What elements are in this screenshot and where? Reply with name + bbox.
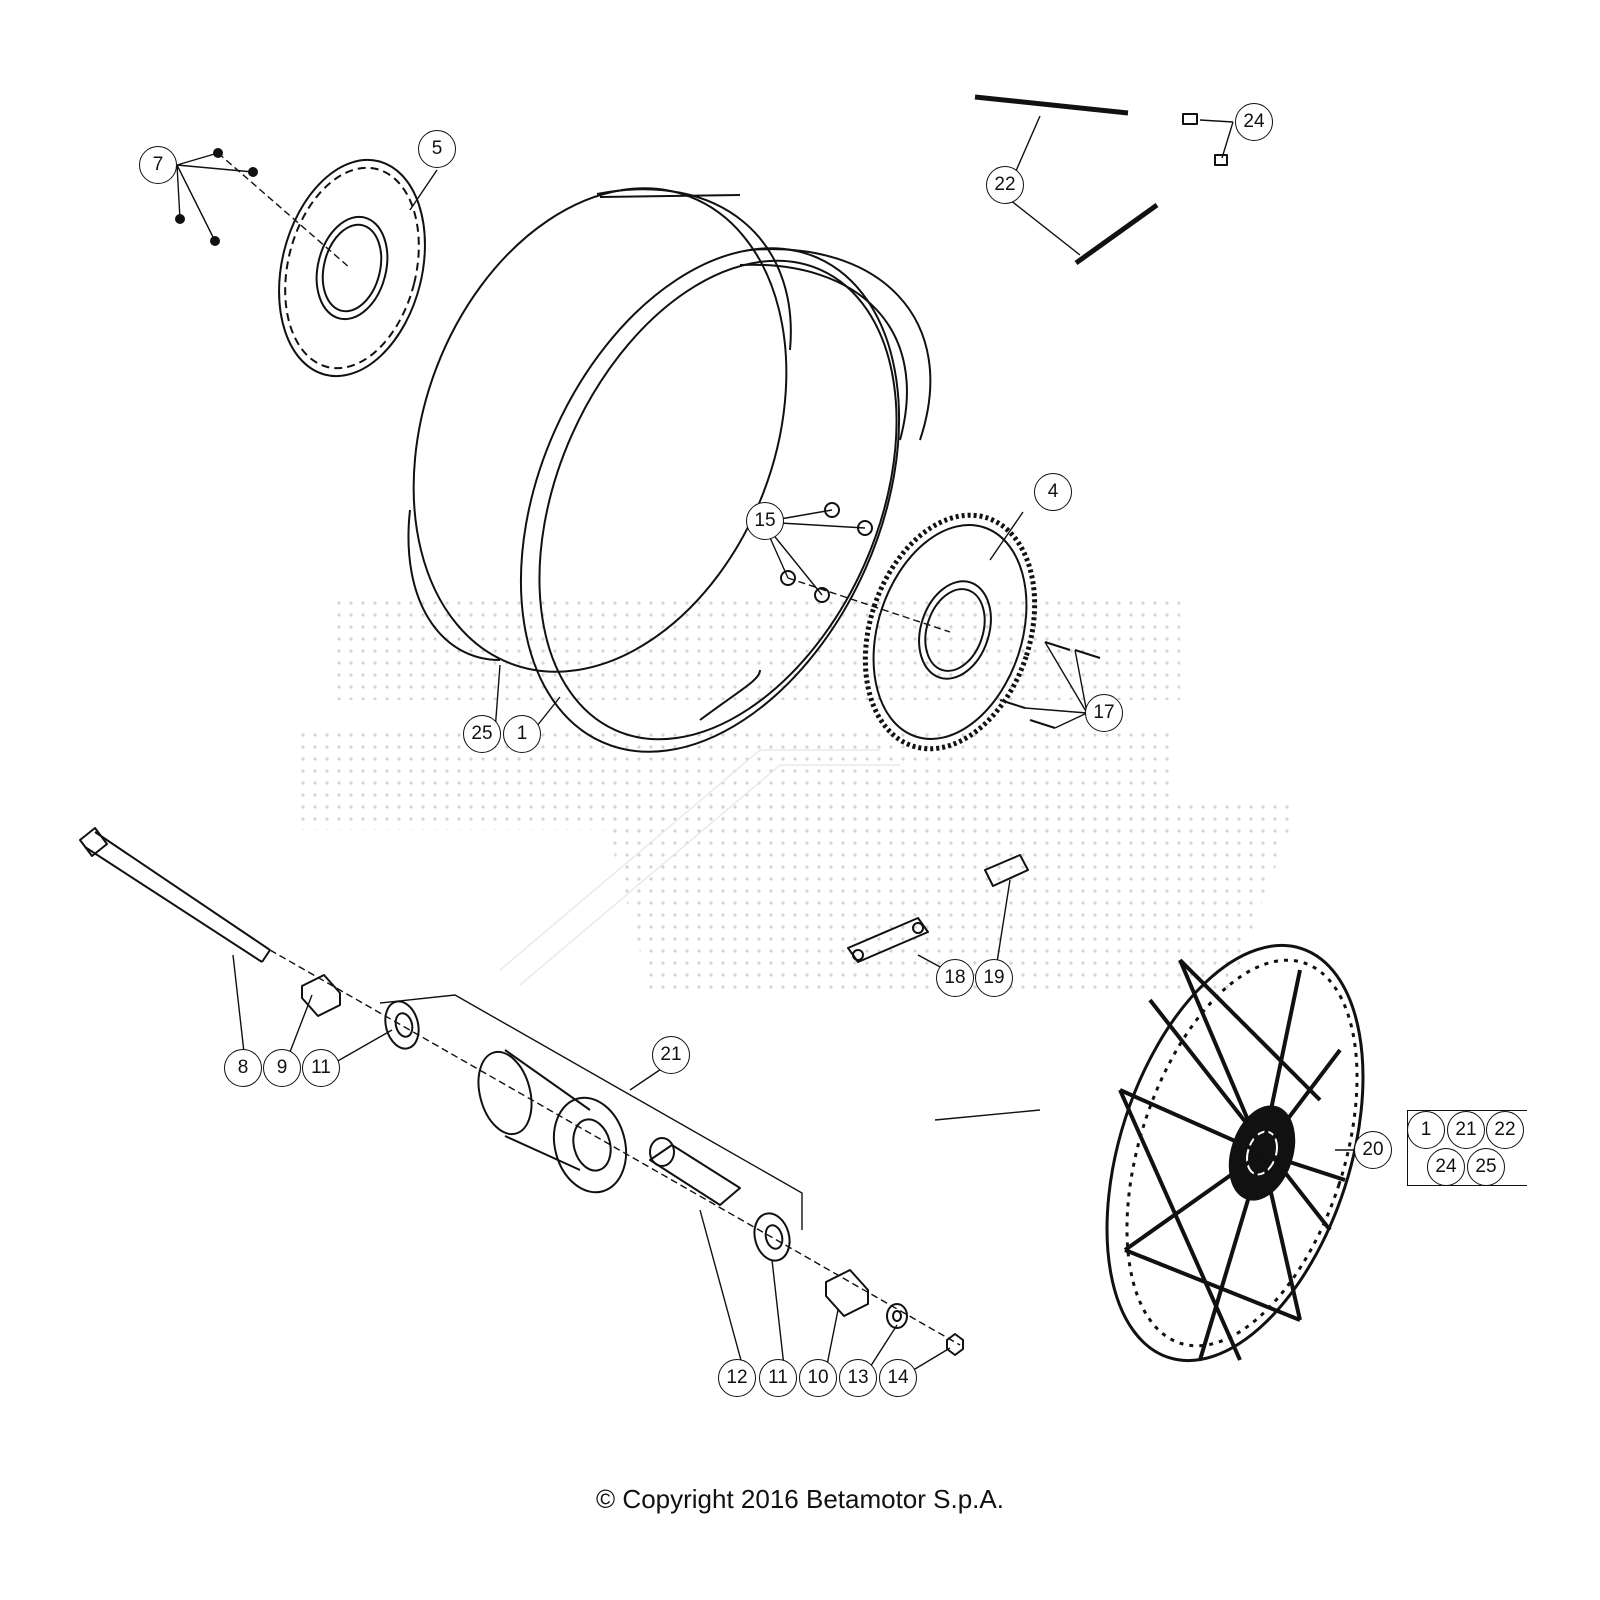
kit-item-1: 1 — [1407, 1111, 1445, 1149]
spoke-nipple — [1182, 113, 1228, 166]
callout-7: 7 — [139, 146, 177, 184]
rim — [519, 247, 932, 753]
complete-wheel — [1105, 943, 1365, 1363]
callout-19: 19 — [975, 959, 1013, 997]
callout-4: 4 — [1034, 473, 1072, 511]
wheel-hub — [477, 1049, 628, 1194]
kit-item-24: 24 — [1427, 1148, 1465, 1186]
callout-11-left: 11 — [302, 1049, 340, 1087]
callout-1: 1 — [503, 715, 541, 753]
sprocket — [862, 512, 1038, 752]
chain-link — [847, 917, 929, 963]
spacer-right — [825, 1269, 869, 1317]
callout-22: 22 — [986, 166, 1024, 204]
watermark-logo — [300, 600, 1300, 990]
callout-8: 8 — [224, 1049, 262, 1087]
bearing-left — [384, 1000, 420, 1050]
kit-item-21: 21 — [1447, 1111, 1485, 1149]
callout-11-right: 11 — [759, 1359, 797, 1397]
sprocket-screws — [999, 641, 1101, 729]
kit-item-25: 25 — [1467, 1148, 1505, 1186]
kit-item-22: 22 — [1486, 1111, 1524, 1149]
disc-screws — [175, 148, 258, 246]
sprocket-nuts — [780, 502, 873, 603]
spoke — [974, 94, 1159, 266]
chain-clip — [984, 854, 1029, 887]
wheel-axle — [79, 827, 271, 963]
callout-24: 24 — [1235, 103, 1273, 141]
callout-17: 17 — [1085, 694, 1123, 732]
callout-9: 9 — [263, 1049, 301, 1087]
callout-25: 25 — [463, 715, 501, 753]
callout-18: 18 — [936, 959, 974, 997]
copyright-notice: © Copyright 2016 Betamotor S.p.A. — [596, 1484, 1004, 1514]
callout-13: 13 — [839, 1359, 877, 1397]
callout-20: 20 — [1354, 1131, 1392, 1169]
callout-15: 15 — [746, 502, 784, 540]
callout-10: 10 — [799, 1359, 837, 1397]
inner-spacer — [649, 1137, 741, 1206]
axle-nut — [946, 1333, 964, 1356]
tire — [407, 187, 792, 673]
callout-5: 5 — [418, 130, 456, 168]
washer — [886, 1303, 908, 1329]
bearing-right — [753, 1212, 791, 1262]
callout-14: 14 — [879, 1359, 917, 1397]
callout-12: 12 — [718, 1359, 756, 1397]
brake-disc — [278, 158, 426, 378]
callout-21: 21 — [652, 1036, 690, 1074]
spacer-left — [301, 974, 341, 1017]
